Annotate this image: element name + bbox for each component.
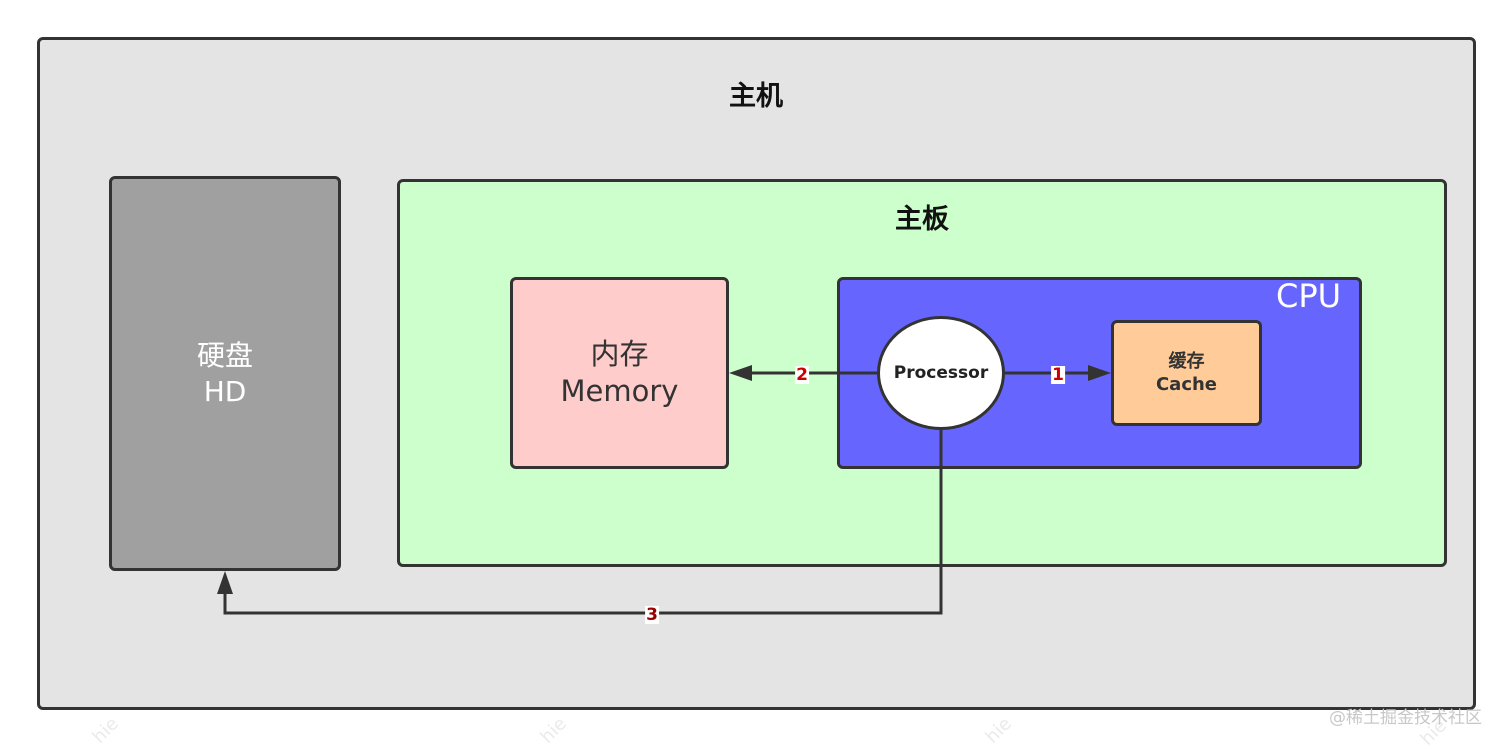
watermark-site: @稀土掘金技术社区	[1329, 708, 1482, 728]
edge-3-label: 3	[645, 605, 659, 625]
edge-1-label: 1	[1051, 365, 1065, 385]
host-title: 主机	[729, 81, 783, 112]
memory-label-cn: 内存	[590, 337, 649, 371]
cache-label-cn: 缓存	[1168, 351, 1205, 372]
hard-disk-label-cn: 硬盘	[196, 338, 253, 372]
edge-1-arrowhead	[1088, 365, 1111, 381]
hard-disk-label: 硬盘 HD	[109, 176, 341, 571]
memory-label-en: Memory	[560, 374, 679, 408]
processor-label: Processor	[893, 363, 989, 383]
memory-label: 内存 Memory	[510, 277, 729, 469]
hard-disk-box	[109, 176, 341, 571]
cpu-label: CPU	[1276, 277, 1342, 315]
hard-disk-label-en: HD	[203, 374, 247, 408]
memory-box	[510, 277, 729, 469]
processor-node: Processor	[877, 316, 1005, 430]
edge-3-arrowhead	[217, 571, 233, 594]
edge-2-label: 2	[795, 365, 809, 385]
cache-label-en: Cache	[1155, 374, 1218, 395]
edge-2-arrowhead	[729, 365, 752, 381]
edge-3-line	[223, 430, 943, 615]
motherboard-title: 主板	[895, 204, 949, 235]
cache-box	[1111, 320, 1262, 426]
cache-label: 缓存 Cache	[1111, 320, 1262, 426]
